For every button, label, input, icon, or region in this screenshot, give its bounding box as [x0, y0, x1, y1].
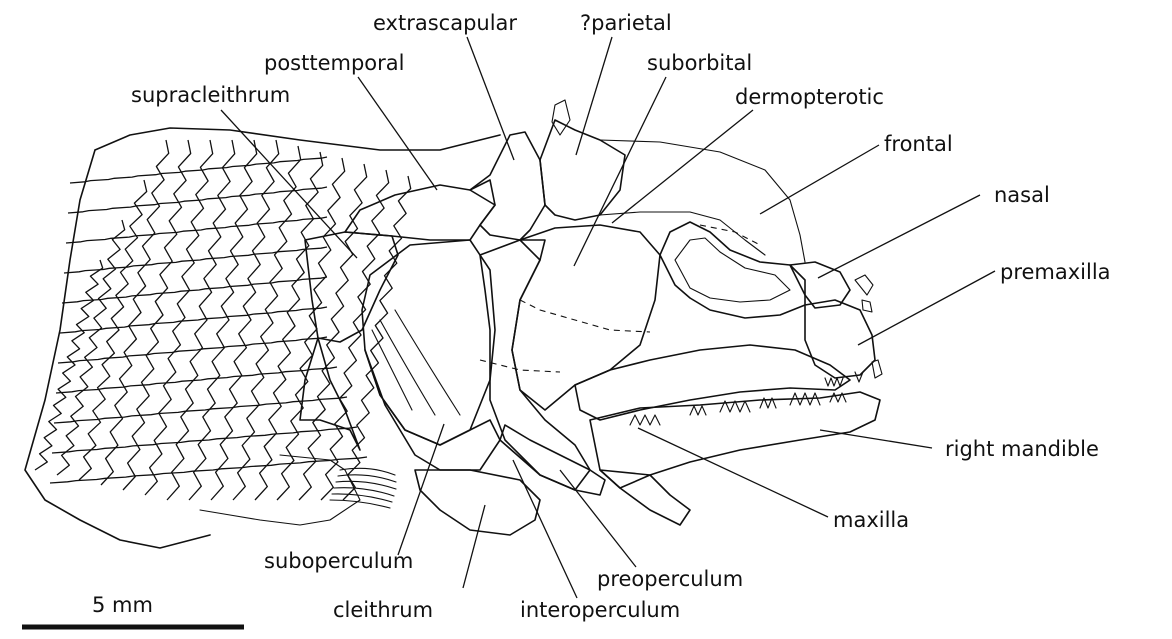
orbit-inner [675, 238, 790, 302]
scale-row [60, 307, 327, 333]
nasal-bone [790, 262, 850, 308]
scale-column [233, 146, 301, 500]
scale-row [62, 277, 327, 303]
preoperculum-bone [480, 240, 590, 490]
scale-bar: 5 mm [22, 593, 244, 627]
label-parietal: ?parietal [580, 11, 672, 35]
parietal-fragment [552, 100, 570, 135]
suture-line-1 [520, 300, 650, 332]
premaxilla-bone [805, 300, 875, 378]
cleithrum-lower [415, 470, 540, 535]
label-extrascapular: extrascapular [373, 11, 517, 35]
maxilla-bone [575, 345, 850, 420]
scale-field [25, 128, 500, 548]
scale-column [255, 152, 323, 500]
leader-suborbital [574, 77, 666, 266]
label-cleithrum: cleithrum [333, 598, 433, 622]
labels: extrascapular ?parietal posttemporal sub… [131, 11, 1111, 622]
extrascapular-bone [470, 132, 545, 240]
scale-bar-label: 5 mm [92, 593, 153, 617]
branchiostegal-rays [330, 468, 396, 508]
leader-frontal [760, 145, 879, 214]
cleithrum-bone [300, 338, 360, 450]
scale-column [211, 140, 279, 500]
label-suboperculum: suboperculum [264, 549, 413, 573]
label-maxilla: maxilla [833, 508, 909, 532]
label-preoperculum: preoperculum [597, 567, 743, 591]
scale-row [50, 457, 367, 483]
label-supracleithrum: supracleithrum [131, 83, 290, 107]
label-nasal: nasal [994, 183, 1050, 207]
leader-supracleithrum [221, 110, 357, 258]
scale-column [321, 170, 389, 500]
label-interoperculum: interoperculum [520, 598, 680, 622]
leader-interoperculum [513, 460, 577, 598]
leader-suboperculum [398, 424, 444, 555]
suborbital-bone [512, 225, 660, 410]
operculum-bone [362, 240, 495, 445]
pectoral-fin-outline [200, 455, 360, 525]
scale-field-outline [25, 128, 500, 548]
label-frontal: frontal [884, 132, 953, 156]
leader-premaxilla [858, 271, 995, 345]
label-suborbital: suborbital [647, 51, 752, 75]
scale-row [70, 157, 327, 183]
label-premaxilla: premaxilla [1000, 260, 1111, 284]
skull-bones [200, 100, 882, 535]
leader-cleithrum [463, 505, 485, 588]
dermopterotic-bone [600, 212, 765, 255]
scale-row [64, 247, 327, 273]
opercular-strokes [372, 310, 460, 415]
leader-maxilla [638, 428, 828, 517]
scale-row [56, 367, 337, 393]
label-right-mandible: right mandible [945, 437, 1099, 461]
orbit-outline [660, 222, 805, 318]
scale-column [277, 158, 345, 500]
interoperculum-bone [500, 425, 605, 495]
leader-posttemporal [358, 77, 437, 190]
mandible-posterior [600, 470, 690, 525]
label-dermopterotic: dermopterotic [735, 85, 884, 109]
leader-right-mandible [820, 430, 932, 448]
frontal-bone [600, 140, 805, 262]
scale-row [52, 427, 357, 453]
scale-column [343, 176, 411, 500]
label-posttemporal: posttemporal [264, 51, 404, 75]
leader-dermopterotic [612, 110, 753, 223]
leader-preoperculum [560, 470, 636, 567]
leader-nasal [818, 195, 980, 278]
